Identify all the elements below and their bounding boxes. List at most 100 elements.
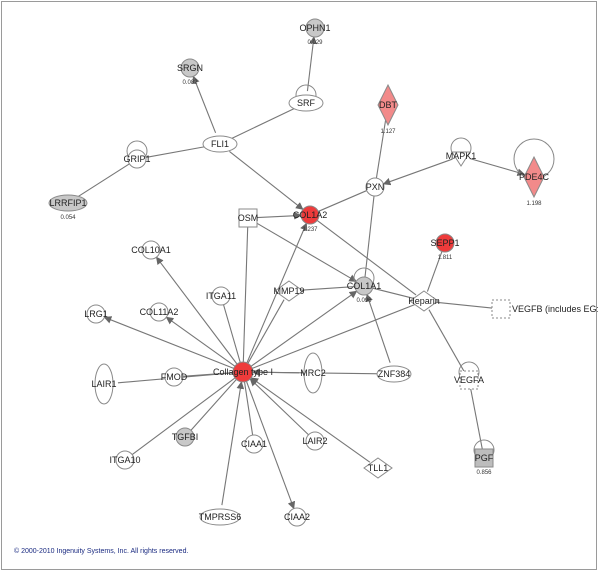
node-label-itga11: ITGA11 [206,291,236,301]
node-label-srf: SRF [297,98,316,108]
node-label-ciaa1: CIAA1 [241,439,267,449]
node-pxn[interactable]: PXN [365,177,385,197]
node-label-fmod: FMOD [161,372,188,382]
node-mmp19[interactable]: MMP19 [273,280,305,302]
node-label-pgf: PGF [475,453,494,463]
node-shape-dbt [377,83,399,127]
node-label-srgn: SRGN [177,63,203,73]
edge-PXN-COL1A1 [364,195,375,278]
node-itga11[interactable]: ITGA11 [206,286,236,306]
node-col10a1[interactable]: COL10A1 [131,240,171,260]
edge-Heparin-VEGFA [428,309,466,373]
node-shape-grip1 [127,149,147,169]
node-ciaa1[interactable]: CIAA1 [241,434,267,454]
node-tmprss6[interactable]: TMPRSS6 [199,508,242,526]
edge-MMP19-COL1A1 [298,286,356,291]
node-shape-mmp19 [274,280,304,302]
node-shape-vegfb [491,299,511,319]
node-shape-fmod [164,367,184,387]
edge-FLI1-COL1A2 [229,151,304,210]
node-collagentypei[interactable]: Collagen type I [213,361,273,383]
node-heparin[interactable]: Heparin [408,290,440,312]
node-shape-srgn [180,58,200,78]
node-tll1[interactable]: TLL1 [363,457,393,479]
node-col11a2[interactable]: COL11A2 [140,302,179,322]
node-lair1[interactable]: LAIR1 [91,363,117,405]
edge-CollagenTypeI-OSM [242,226,249,363]
node-value-ophn1: 0.029 [307,40,323,46]
node-shape-ciaa2 [287,507,307,527]
node-label-vegfb: VEGFB (includes EG:7423) [512,304,598,314]
node-label-dbt: DBT [379,100,398,110]
node-fmod[interactable]: FMOD [161,367,188,387]
edge-CollagenTypeI-MMP19 [247,299,285,364]
node-shape-pde4c [523,155,545,199]
node-label-col10a1: COL10A1 [131,245,171,255]
node-osm[interactable]: OSM [238,208,259,228]
edge-ZNF384-COL1A1 [365,293,391,363]
node-tgfbi[interactable]: TGFBI [172,427,199,447]
node-value-dbt: 1.127 [380,129,396,135]
node-mapk1[interactable]: MAPK1 [446,151,477,167]
node-label-mmp19: MMP19 [273,286,304,296]
node-label-collagentypei: Collagen type I [213,367,273,377]
node-grip1[interactable]: GRIP1 [123,149,151,169]
edge-CollagenTypeI-COL1A2 [246,222,308,364]
edge-TMPRSS6-CollagenTypeI [221,381,245,506]
edge-CollagenTypeI-LRG1 [103,316,234,369]
node-shape-pxn [365,177,385,197]
edge-PXN-DBT [375,114,387,179]
edge-SRF-OPHN1 [306,36,317,92]
node-shape-mapk1 [451,151,471,167]
node-label-fli1: FLI1 [211,139,229,149]
edge-FLI1-SRGN [192,75,217,134]
edge-CollagenTypeI-COL10A1 [155,256,238,365]
node-shape-sepp1 [435,233,455,253]
node-shape-itga10 [115,450,135,470]
node-shape-collagentypei [232,361,254,383]
edge-LRRFIP1-GRIP1 [77,163,130,198]
node-label-grip1: GRIP1 [123,154,150,164]
node-ciaa2[interactable]: CIAA2 [284,507,310,527]
node-shape-pgf [474,448,494,468]
node-shape-tgfbi [175,427,195,447]
node-shape-col1a2 [300,205,320,225]
node-label-col1a1: COL1A1 [347,281,382,291]
node-shape-lrg1 [86,304,106,324]
node-itga10[interactable]: ITGA10 [109,450,141,470]
node-mrc2[interactable]: MRC2 [300,352,326,394]
node-value-pde4c: 1.198 [526,201,542,207]
edge-FLI1-SRF [230,107,296,140]
node-label-ciaa2: CIAA2 [284,512,310,522]
node-lair2[interactable]: LAIR2 [302,431,328,451]
node-vegfa[interactable]: VEGFA [454,370,484,390]
edge-CollagenTypeI-ITGA11 [222,304,241,363]
node-shape-heparin [409,290,439,312]
node-lrg1[interactable]: LRG1 [84,304,108,324]
edge-CollagenTypeI-ITGA10 [131,377,236,456]
edge-SEPP1-Heparin [426,251,443,292]
node-label-tgfbi: TGFBI [172,432,199,442]
edge-MAPK1-PDE4C [469,157,526,177]
node-fli1[interactable]: FLI1 [202,135,238,153]
node-znf384[interactable]: ZNF384 [376,365,412,383]
node-shape-lair1 [94,363,114,405]
node-srf[interactable]: SRF [288,94,324,112]
node-shape-itga11 [211,286,231,306]
node-label-vegfa: VEGFA [454,375,484,385]
node-dbt[interactable]: DBT 1.127 [377,83,399,135]
node-label-lrrfip1: LRRFIP1 [49,198,86,208]
edge-COL1A2-Heparin [316,219,417,296]
node-vegfb[interactable]: VEGFB (includes EG:7423) [491,299,598,319]
